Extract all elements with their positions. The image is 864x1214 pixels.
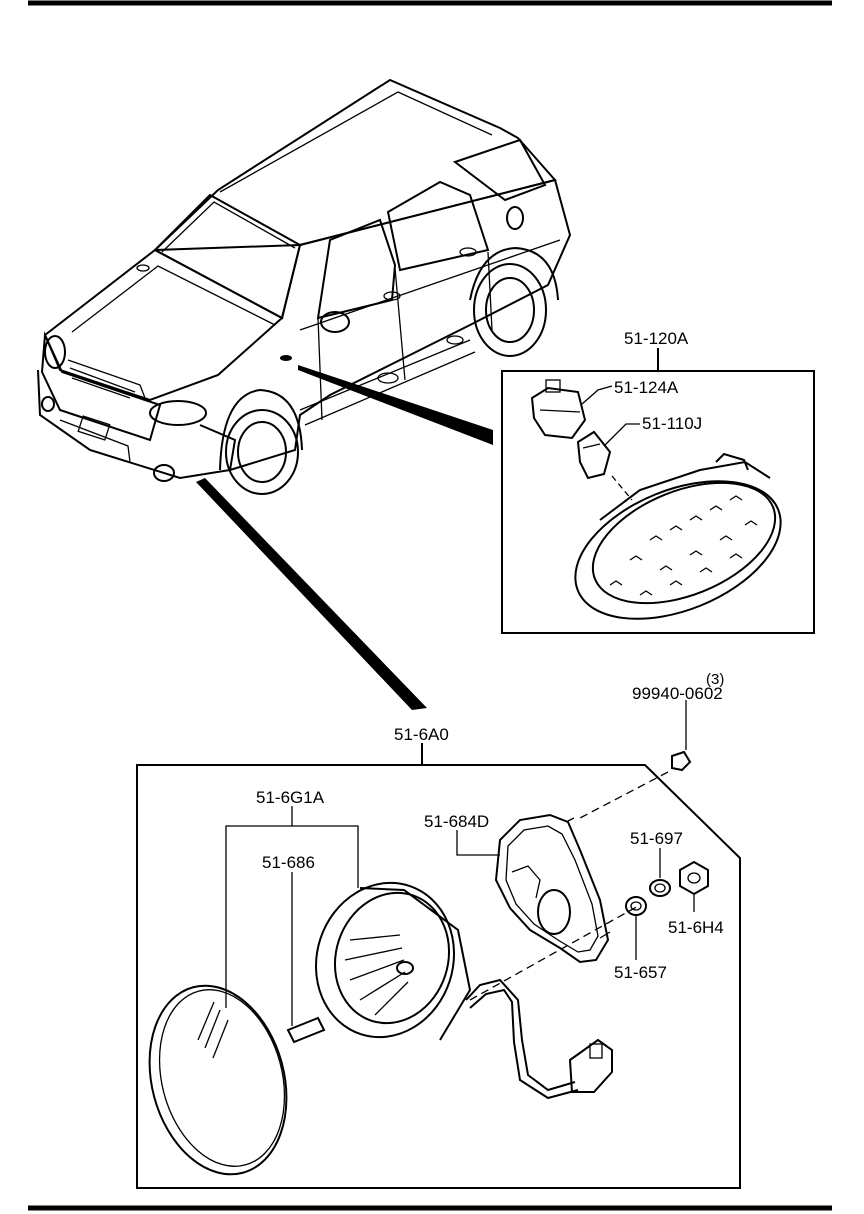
- label-fog-lamp-bulb: 51-686: [262, 853, 315, 872]
- side-marker-pointer: [298, 365, 493, 445]
- label-nut: 51-6H4: [668, 918, 724, 937]
- label-spacer: 51-657: [614, 963, 667, 982]
- fog-lamp-pointer: [196, 478, 427, 710]
- fog-lamp-box: [136, 700, 741, 1189]
- label-side-marker-assembly: 51-120A: [624, 329, 689, 348]
- label-side-marker-socket: 51-124A: [614, 378, 679, 397]
- vehicle-illustration: [37, 78, 572, 495]
- label-fog-lamp-assembly: 51-6A0: [394, 725, 449, 744]
- label-fog-lamp-unit: 51-6G1A: [256, 788, 325, 807]
- label-side-marker-bulb: 51-110J: [642, 414, 702, 433]
- label-fog-lamp-bracket: 51-684D: [424, 812, 489, 831]
- label-nut-std-qty: (3): [706, 671, 724, 688]
- side-marker-box: [501, 348, 815, 634]
- label-washer: 51-697: [630, 829, 683, 848]
- label-nut-std: 99940-0602: [632, 684, 723, 703]
